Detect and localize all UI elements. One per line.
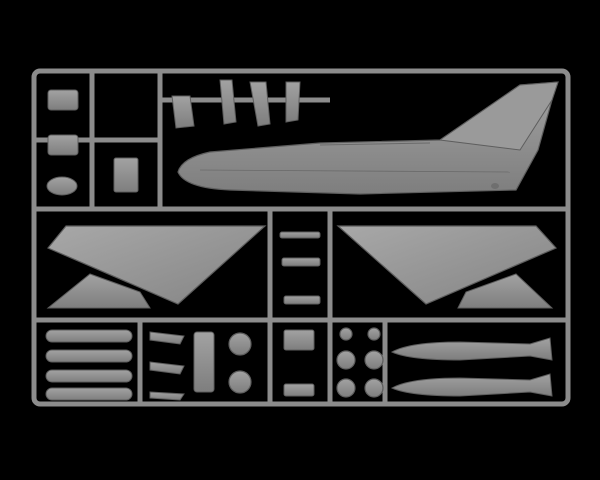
right-wing-panel bbox=[336, 225, 558, 305]
small-parts-top-middle bbox=[171, 79, 301, 129]
external-fuel-tank bbox=[45, 329, 133, 401]
intake-ring bbox=[46, 176, 78, 196]
small-parts-upper-left bbox=[46, 89, 139, 196]
gear-parts-lower bbox=[149, 331, 215, 401]
nose-wheel bbox=[336, 327, 384, 398]
right-tailplane bbox=[457, 273, 554, 309]
bomb bbox=[390, 373, 553, 397]
left-tailplane bbox=[46, 273, 151, 309]
ejection-seat-part bbox=[171, 95, 195, 129]
missile bbox=[390, 337, 553, 361]
left-wing-panel bbox=[47, 225, 267, 305]
main-wheel bbox=[228, 332, 252, 394]
fuselage-half bbox=[177, 81, 559, 195]
cockpit-tub bbox=[113, 157, 139, 193]
landing-gear-strut bbox=[279, 231, 321, 397]
